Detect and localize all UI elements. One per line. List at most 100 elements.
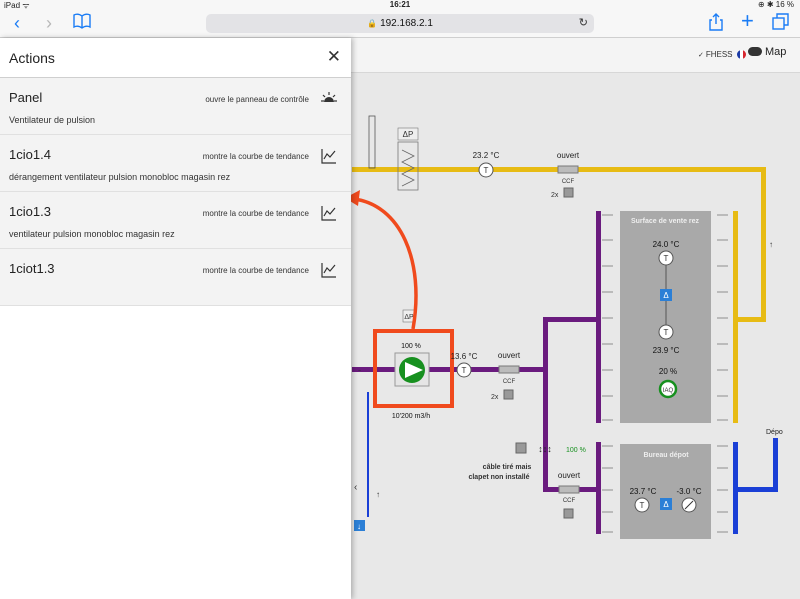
- duct-dash: -: [358, 365, 361, 375]
- actions-panel: Actions ✕ Panel ouvre le panneau de cont…: [0, 38, 351, 599]
- bookmarks-icon[interactable]: [72, 13, 92, 33]
- user-menu[interactable]: ✓ FHESS: [698, 50, 746, 60]
- zone-bureau-depot[interactable]: Bureau dépot 23.7 °C -3.0 °C T Δ: [620, 444, 711, 539]
- cable-note-1: câble tiré mais: [483, 464, 532, 471]
- trend-chart-icon: [321, 206, 336, 221]
- action-item-1ciot1-3[interactable]: 1ciot1.3 montre la courbe de tendance: [0, 249, 351, 306]
- action-item-1cio1-3[interactable]: 1cio1.3 montre la courbe de tendance ven…: [0, 192, 351, 249]
- count-top: 2x: [551, 192, 559, 199]
- valve-top-state: ouvert: [557, 151, 580, 160]
- browser-toolbar: ‹ › 🔒192.168.2.1 ↻ +: [0, 10, 800, 38]
- lock-icon: 🔒: [367, 19, 378, 28]
- zone1-sensor-b[interactable]: [658, 324, 674, 340]
- clock: 16:21: [389, 0, 411, 9]
- valve-low-state: ouvert: [558, 471, 581, 480]
- url-text: 192.168.2.1: [380, 18, 433, 29]
- zone2-outside: -3.0 °C: [677, 487, 702, 496]
- back-icon[interactable]: ‹: [14, 13, 20, 33]
- zone1-title: Surface de vente rez: [631, 218, 700, 225]
- zone-surface-vente[interactable]: Surface de vente rez 24.0 °C T Δ T 23.9 …: [620, 211, 711, 423]
- ccf-box-top[interactable]: [563, 187, 574, 198]
- down-arrow-icon: ↓: [357, 522, 361, 531]
- cable-note-2: clapet non installé: [468, 474, 529, 481]
- action-hint: montre la courbe de tendance: [202, 152, 309, 161]
- fan-percent: 100 %: [401, 343, 421, 350]
- action-desc: ventilateur pulsion monobloc magasin rez: [9, 229, 175, 239]
- vent-arrows: [602, 214, 728, 533]
- action-name: 1ciot1.3: [9, 261, 55, 276]
- damper-percent: 100 %: [566, 447, 586, 454]
- supply-fan[interactable]: ΔP 100 % 10'200 m3/h: [392, 309, 430, 420]
- map-button[interactable]: Map: [748, 46, 786, 58]
- zone1-percent: 20 %: [659, 367, 677, 376]
- close-icon[interactable]: ✕: [326, 47, 341, 66]
- ccf-label-mid: CCF: [503, 379, 516, 385]
- callout-arrowhead: [345, 190, 360, 206]
- zone1-temp-a: 24.0 °C: [653, 240, 680, 249]
- address-bar[interactable]: 🔒192.168.2.1 ↻: [206, 14, 594, 33]
- zone2-setpoint[interactable]: [660, 498, 672, 510]
- status-bar: iPad ᯤ 16:21 ⊕ ✱ 16 %: [0, 0, 800, 10]
- t-symbol-supply: T: [462, 366, 467, 375]
- t-symbol-z1b: T: [664, 328, 669, 337]
- valve-mid-state: ouvert: [498, 351, 521, 360]
- zone2-sensor[interactable]: [634, 497, 650, 513]
- action-item-panel[interactable]: Panel ouvre le panneau de contrôle Venti…: [0, 78, 351, 135]
- ccf-box-low[interactable]: [563, 508, 574, 519]
- battery-indicator: ⊕ ✱ 16 %: [757, 0, 794, 9]
- action-name: 1cio1.3: [9, 204, 51, 219]
- fan-flow: 10'200 m3/h: [392, 413, 430, 420]
- blue-duct: [367, 392, 778, 534]
- t-symbol-z1a: T: [664, 254, 669, 263]
- callout-arrow: [353, 197, 418, 330]
- action-name: Panel: [9, 90, 43, 105]
- action-name: 1cio1.4: [9, 147, 51, 162]
- action-desc: dérangement ventilateur pulsion monobloc…: [9, 172, 231, 182]
- flag-icon: [736, 50, 746, 60]
- device-label: iPad ᯤ: [4, 1, 30, 10]
- reload-icon[interactable]: ↻: [578, 17, 588, 29]
- valve-mid[interactable]: [498, 365, 520, 374]
- temp-supply-label: 13.6 °C: [451, 352, 478, 361]
- dp-fan-label: ΔP: [404, 314, 414, 321]
- arrow-left-low: ‹: [354, 482, 357, 493]
- panel-header: Actions ✕: [0, 38, 351, 78]
- fan-highlight-callout: [373, 329, 454, 408]
- dp-top-label: ΔP: [403, 130, 414, 139]
- sun-icon: [321, 92, 337, 102]
- action-desc: Ventilateur de pulsion: [9, 115, 96, 125]
- ccf-label-low: CCF: [563, 498, 576, 504]
- depot-label: Dépo: [766, 429, 783, 436]
- coil-symbol: ΔP: [397, 127, 419, 191]
- ccf-label-top: CCF: [562, 179, 575, 185]
- temp-sensor-top[interactable]: [478, 162, 494, 178]
- action-hint: montre la courbe de tendance: [202, 266, 309, 275]
- trend-chart-icon: [321, 263, 336, 278]
- iaq-sensor[interactable]: [658, 379, 678, 399]
- zone1-setpoint[interactable]: [660, 289, 672, 301]
- down-button[interactable]: [354, 520, 365, 531]
- delta-symbol-z1: Δ: [663, 291, 669, 300]
- zone1-temp-b: 23.9 °C: [653, 346, 680, 355]
- arrow-up-low: ↑: [376, 490, 380, 499]
- cloud-icon: [748, 46, 762, 56]
- iaq-label: IAQ: [663, 388, 674, 394]
- trend-chart-icon: [321, 149, 336, 164]
- action-item-1cio1-4[interactable]: 1cio1.4 montre la courbe de tendance dér…: [0, 135, 351, 192]
- valve-low[interactable]: [558, 485, 580, 494]
- count-mid: 2x: [491, 394, 499, 401]
- tabs-icon[interactable]: [772, 13, 790, 35]
- temp-top-label: 23.2 °C: [473, 151, 500, 160]
- forward-icon[interactable]: ›: [46, 13, 52, 33]
- action-hint: montre la courbe de tendance: [202, 209, 309, 218]
- zone2-temp: 23.7 °C: [630, 487, 657, 496]
- temp-sensor-supply[interactable]: [456, 362, 472, 378]
- damper-box[interactable]: [515, 442, 527, 454]
- zone2-title: Bureau dépot: [643, 452, 689, 459]
- new-tab-icon[interactable]: +: [741, 8, 754, 33]
- t-symbol-top: T: [484, 166, 489, 175]
- arrow-up-yellow: ↑: [769, 240, 773, 249]
- valve-top[interactable]: [557, 165, 579, 174]
- share-icon[interactable]: [708, 13, 724, 35]
- ccf-box-mid[interactable]: [503, 389, 514, 400]
